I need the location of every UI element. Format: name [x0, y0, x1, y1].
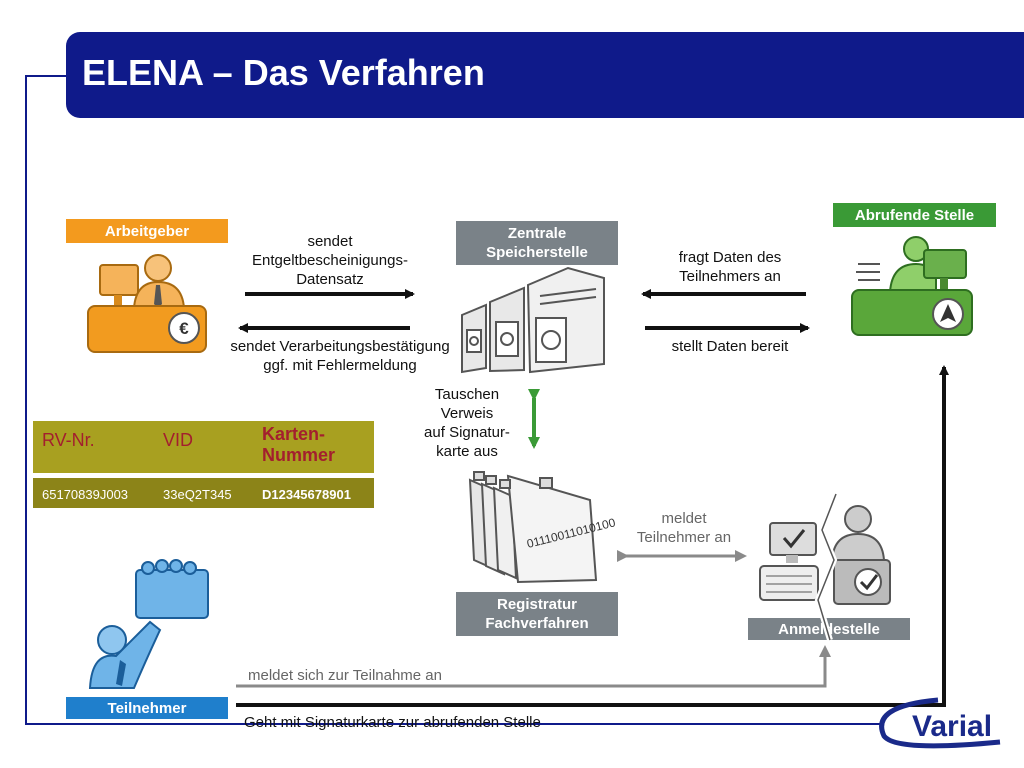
line-teilnahme — [236, 645, 831, 688]
abrufende-stelle-icon — [851, 236, 973, 336]
page-title: ELENA – Das Verfahren — [82, 52, 485, 93]
table-cell-kartennummer: D12345678901 — [262, 487, 351, 502]
label-teilnehmer: Teilnehmer — [66, 697, 228, 719]
table-header-vid: VID — [163, 430, 194, 450]
label-abrufende-stelle: Abrufende Stelle — [833, 203, 996, 227]
table-header-karten-nummer: Karten-Nummer — [262, 424, 336, 465]
teilnehmer-icon — [88, 559, 209, 689]
anmeldestelle-icon — [759, 492, 891, 641]
registratur-folder-icon: 01110011010100 — [468, 471, 617, 584]
svg-text:€: € — [179, 319, 189, 338]
arbeitgeber-icon: € — [87, 254, 207, 353]
server-icon — [461, 266, 605, 374]
flow-text-geht: Geht mit Signaturkarte zur abrufenden St… — [244, 714, 541, 731]
table-cell-rv: 65170839J003 — [42, 487, 129, 502]
id-table-header — [33, 421, 374, 473]
flow-text-stellt: stellt Daten bereit — [671, 338, 789, 355]
id-table-row — [33, 478, 374, 508]
line-geht — [236, 365, 949, 707]
label-arbeitgeber: Arbeitgeber — [66, 219, 228, 243]
label-zentrale-speicherstelle: Zentrale Speicherstelle — [456, 221, 618, 265]
varial-logo-text: Varial — [912, 710, 992, 743]
title-bar — [66, 32, 1024, 118]
varial-logo: Varial — [879, 697, 1001, 749]
flow-text-teilnahme: meldet sich zur Teilnahme an — [248, 667, 442, 684]
label-registratur-fachverfahren: Registratur Fachverfahren — [456, 592, 618, 636]
table-cell-vid: 33eQ2T345 — [163, 487, 232, 502]
table-header-rv: RV-Nr. — [42, 430, 95, 450]
